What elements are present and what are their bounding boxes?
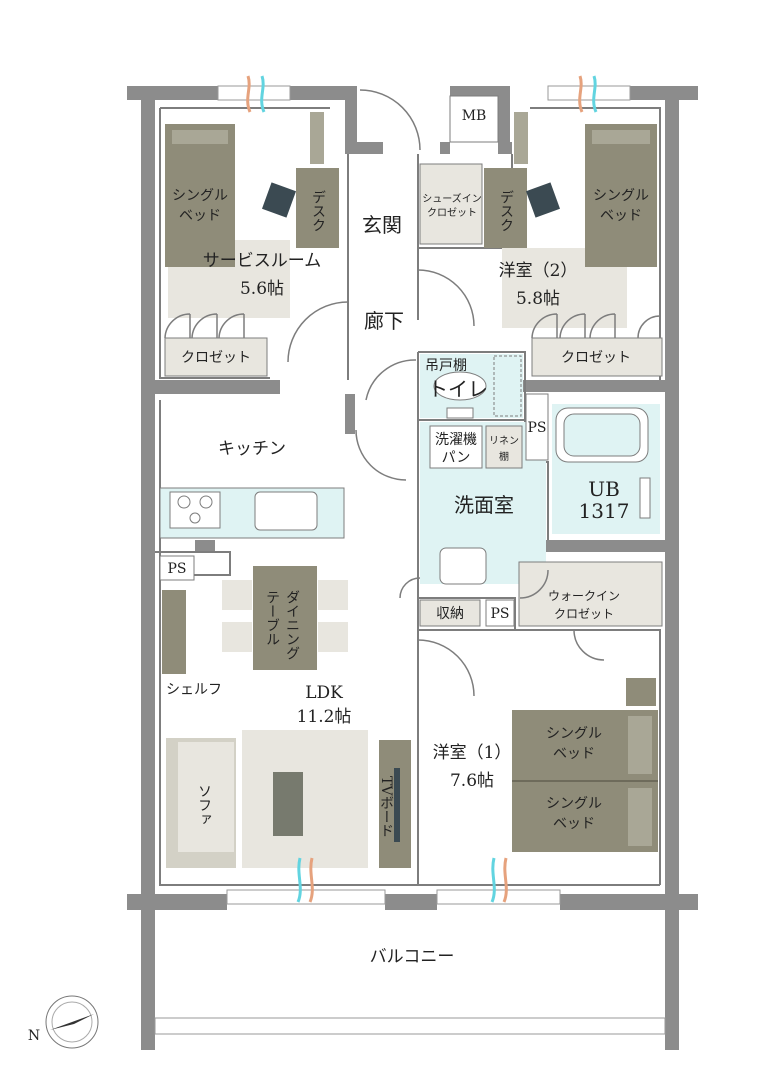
svg-text:洗濯機: 洗濯機 — [435, 432, 477, 448]
furniture — [159, 95, 663, 868]
windows — [154, 85, 666, 1035]
doors — [164, 89, 661, 697]
airflow-icons — [246, 75, 598, 903]
toilet-label: トイレ — [428, 377, 488, 401]
western1-name: 洋室（1） — [433, 743, 512, 763]
mb-label: MB — [462, 108, 487, 124]
corridor-label: 廊下 — [364, 309, 404, 333]
bed-label: シングル — [172, 188, 228, 204]
ub-label: UB — [588, 477, 620, 501]
svg-text:デスク: デスク — [310, 190, 326, 232]
closet-right — [531, 337, 663, 377]
svg-text:1317: 1317 — [579, 499, 630, 523]
shelf — [162, 590, 186, 674]
compass-icon — [45, 995, 99, 1049]
svg-text:ベッド: ベッド — [179, 208, 221, 224]
svg-text:ベッド: ベッド — [553, 816, 595, 832]
service-room-name: サービスルーム — [203, 251, 322, 271]
desk-western2 — [484, 168, 527, 248]
svg-text:シェルフ: シェルフ — [166, 682, 222, 698]
closet-left — [164, 337, 268, 377]
dining-table — [253, 566, 317, 670]
desk-service-room — [296, 168, 339, 248]
chair-right — [525, 182, 561, 218]
entrance-label: 玄関 — [362, 213, 402, 237]
bed-western2 — [585, 124, 657, 267]
walls — [127, 86, 698, 1050]
svg-text:クロゼット: クロゼット — [554, 607, 614, 621]
svg-text:11.2帖: 11.2帖 — [297, 707, 352, 727]
svg-text:PS: PS — [490, 606, 509, 622]
svg-text:クロゼット: クロゼット — [181, 350, 251, 366]
ldk-name: LDK — [305, 683, 343, 703]
svg-text:PS: PS — [527, 420, 546, 436]
svg-text:シューズイン: シューズイン — [422, 192, 482, 205]
western2-name: 洋室（2） — [499, 261, 578, 281]
svg-text:収納: 収納 — [436, 606, 464, 622]
linen-shelf — [485, 425, 523, 469]
svg-text:デスク: デスク — [498, 190, 514, 232]
svg-text:棚: 棚 — [499, 450, 509, 463]
labels: シングル ベッド シングル ベッド シングル ベッド シングル ベッド デスク … — [28, 108, 649, 1044]
svg-text:シングル: シングル — [546, 726, 602, 742]
svg-text:ダイニング: ダイニング — [284, 590, 300, 660]
svg-text:クロゼット: クロゼット — [561, 350, 631, 366]
north-label: N — [28, 1028, 40, 1044]
svg-text:PS: PS — [167, 561, 186, 577]
balcony-label: バルコニー — [370, 947, 455, 967]
svg-text:シングル: シングル — [546, 796, 602, 812]
svg-text:吊戸棚: 吊戸棚 — [425, 358, 467, 374]
chair-left — [261, 182, 297, 218]
svg-text:ソファ: ソファ — [196, 784, 212, 826]
storage — [419, 599, 481, 627]
svg-text:5.8帖: 5.8帖 — [516, 289, 560, 309]
svg-text:ベッド: ベッド — [600, 208, 642, 224]
kitchen-label: キッチン — [218, 439, 286, 459]
svg-text:TVボード: TVボード — [378, 776, 394, 837]
svg-text:クロゼット: クロゼット — [427, 207, 477, 219]
svg-text:シングル: シングル — [593, 188, 649, 204]
svg-text:5.6帖: 5.6帖 — [240, 279, 284, 299]
svg-text:ベッド: ベッド — [553, 746, 595, 762]
svg-text:テーブル: テーブル — [264, 590, 280, 646]
svg-text:ウォークイン: ウォークイン — [548, 589, 620, 603]
dining-chair — [222, 580, 252, 610]
washroom-label: 洗面室 — [454, 493, 514, 517]
washing-pan — [429, 425, 483, 469]
svg-text:7.6帖: 7.6帖 — [450, 771, 494, 791]
shoes-closet — [419, 163, 483, 245]
svg-text:パン: パン — [442, 450, 471, 466]
bed-service-room — [165, 124, 235, 267]
walkin-closet — [518, 561, 663, 627]
svg-text:リネン: リネン — [489, 435, 519, 447]
